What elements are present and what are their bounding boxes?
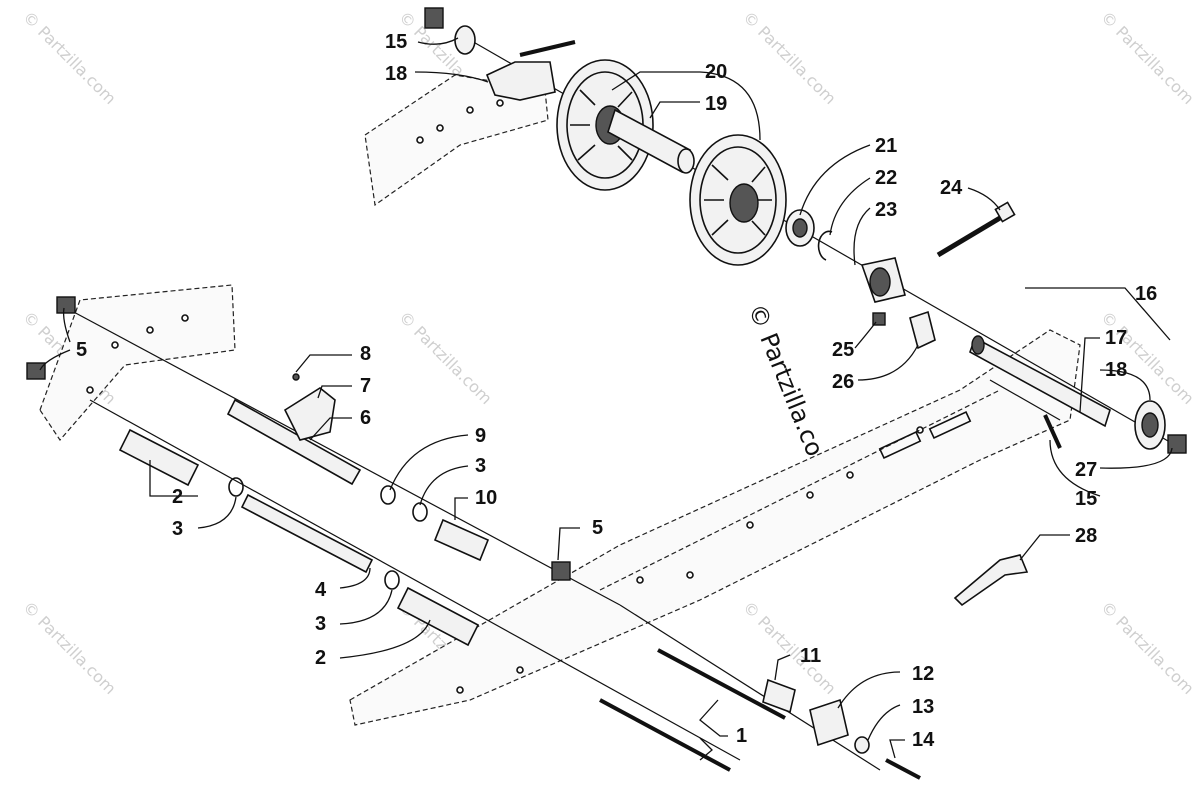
callout-3-left: 3 [172, 518, 183, 540]
callout-2-lower: 2 [315, 647, 326, 669]
spacer-hub [860, 257, 906, 303]
callout-13: 13 [912, 696, 934, 718]
long-bolts [599, 648, 786, 772]
callout-18-right: 18 [1105, 359, 1127, 381]
callout-21: 21 [875, 135, 897, 157]
watermark-text: © Partzilla.com [19, 7, 120, 108]
callout-19: 19 [705, 93, 727, 115]
lower-nut-5 [551, 561, 571, 581]
callout-20: 20 [705, 61, 727, 83]
callout-27: 27 [1075, 459, 1097, 481]
left-nuts [26, 296, 76, 380]
watermark-text: © Partzilla.com [1097, 307, 1198, 408]
callout-25: 25 [832, 339, 854, 361]
callout-8: 8 [360, 343, 371, 365]
callout-26: 26 [832, 371, 854, 393]
callout-9: 9 [475, 425, 486, 447]
idler-axle [607, 108, 695, 174]
callout-15-top: 15 [385, 31, 407, 53]
callout-24: 24 [940, 177, 963, 199]
callout-15-right: 15 [1075, 488, 1097, 510]
bracket-clip [953, 554, 1029, 607]
callout-14: 14 [912, 729, 935, 751]
watermark-text: © Partzilla.com [19, 597, 120, 698]
callout-12: 12 [912, 663, 934, 685]
main-rail [349, 329, 1081, 726]
watermark-text: © Partzilla.com [1097, 7, 1198, 108]
callout-5-mid: 5 [592, 517, 603, 539]
rocker-shaft [226, 398, 362, 486]
callout-labels: 15 18 20 19 21 22 23 24 16 17 18 25 26 2… [76, 31, 1157, 751]
long-bolt [936, 201, 1016, 258]
callout-17: 17 [1105, 327, 1127, 349]
bolt-14 [885, 758, 921, 780]
callout-16: 16 [1135, 283, 1157, 305]
callout-6: 6 [360, 407, 371, 429]
snap-ring [817, 230, 833, 261]
watermark-text: © Partzilla.com [395, 307, 496, 408]
callout-5-left: 5 [76, 339, 87, 361]
callout-3-lower: 3 [315, 613, 326, 635]
callout-4: 4 [315, 579, 327, 601]
spacer-tube-2b [396, 586, 480, 647]
callout-18-top: 18 [385, 63, 407, 85]
watermark-text: © Partzilla.com [739, 7, 840, 108]
short-bolt [1043, 414, 1062, 449]
watermark-text: © Partzilla.com [739, 597, 840, 698]
callout-22: 22 [875, 167, 897, 189]
right-shaft [969, 335, 1111, 428]
rings [228, 477, 428, 590]
upper-bracket [485, 40, 576, 101]
callout-7: 7 [360, 375, 371, 397]
end-cap-12 [809, 698, 849, 747]
callout-28: 28 [1075, 525, 1097, 547]
upper-washer [454, 25, 476, 55]
bushing-10 [433, 518, 490, 562]
idler-wheel-right [689, 134, 787, 266]
bearing [785, 209, 815, 247]
upper-nut [424, 7, 444, 29]
callout-10: 10 [475, 487, 497, 509]
watermark-text: © Partzilla.com [1097, 597, 1198, 698]
right-cap [1167, 434, 1187, 454]
leader-lines [39, 37, 1173, 761]
washer-13 [854, 736, 870, 754]
right-wheel [1134, 400, 1166, 450]
callout-11: 11 [800, 645, 821, 667]
rocker-arm [283, 373, 336, 441]
spacer-tube-4 [240, 493, 374, 574]
left-rail [39, 284, 236, 441]
spacer-11 [762, 678, 796, 714]
callout-3-mid: 3 [475, 455, 486, 477]
callout-1: 1 [736, 725, 747, 747]
clamp-block [909, 310, 936, 350]
spacer-tube-2a [118, 428, 200, 487]
callout-23: 23 [875, 199, 897, 221]
callout-2-upper: 2 [172, 486, 183, 508]
